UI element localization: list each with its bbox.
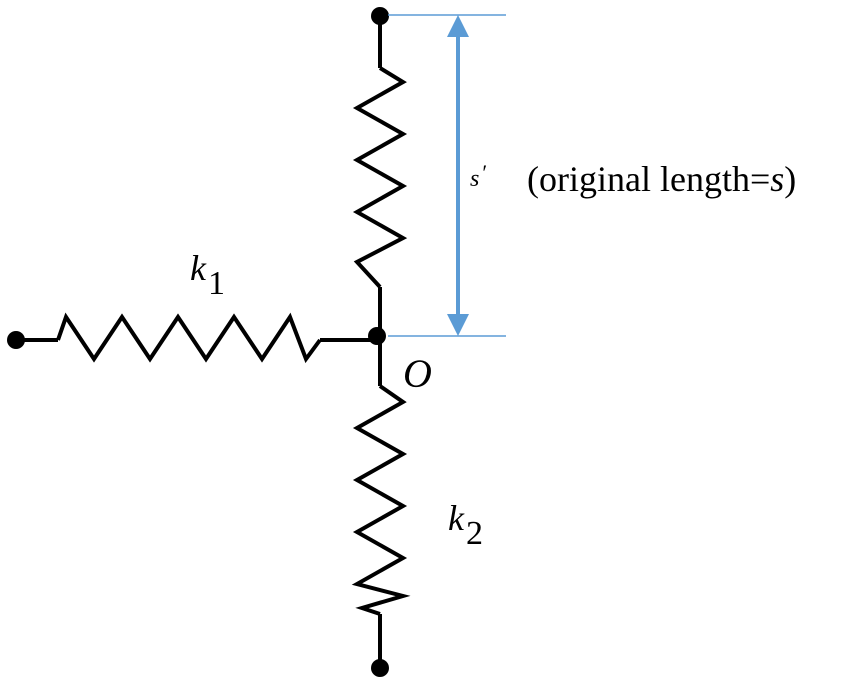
dimension-s-prime: [388, 14, 506, 337]
original-length-note: (original length=s): [527, 159, 796, 199]
label-s-prime: s′: [470, 160, 487, 192]
spring-k2-coil: [351, 384, 411, 616]
label-k2-symbol: k: [448, 498, 465, 538]
label-o: O: [403, 351, 432, 396]
spring-k1: [7, 312, 378, 364]
original-length-note-prefix: (original length=: [527, 159, 770, 199]
label-k2: k2: [448, 498, 483, 552]
label-k2-subscript: 2: [466, 515, 483, 552]
spring-k1-coil: [56, 312, 322, 364]
spring-upper-anchor-dot: [371, 7, 389, 25]
label-k1-symbol: k: [190, 248, 207, 288]
spring-k1-anchor-dot: [7, 331, 25, 349]
dimension-arrowhead-down: [447, 314, 469, 336]
original-length-note-symbol: s: [770, 159, 784, 199]
spring-k2-anchor-dot: [371, 659, 389, 677]
spring-k2: [351, 336, 411, 677]
junction-point: [368, 327, 386, 345]
label-s-prime-symbol: s: [470, 166, 479, 192]
label-k1: k1: [190, 248, 225, 302]
original-length-note-suffix: ): [784, 159, 796, 199]
label-s-prime-mark: ′: [482, 160, 487, 185]
spring-upper-coil: [352, 66, 408, 289]
spring-upper: [352, 7, 408, 336]
label-k1-subscript: 1: [208, 265, 225, 302]
dimension-arrowhead-up: [447, 15, 469, 37]
